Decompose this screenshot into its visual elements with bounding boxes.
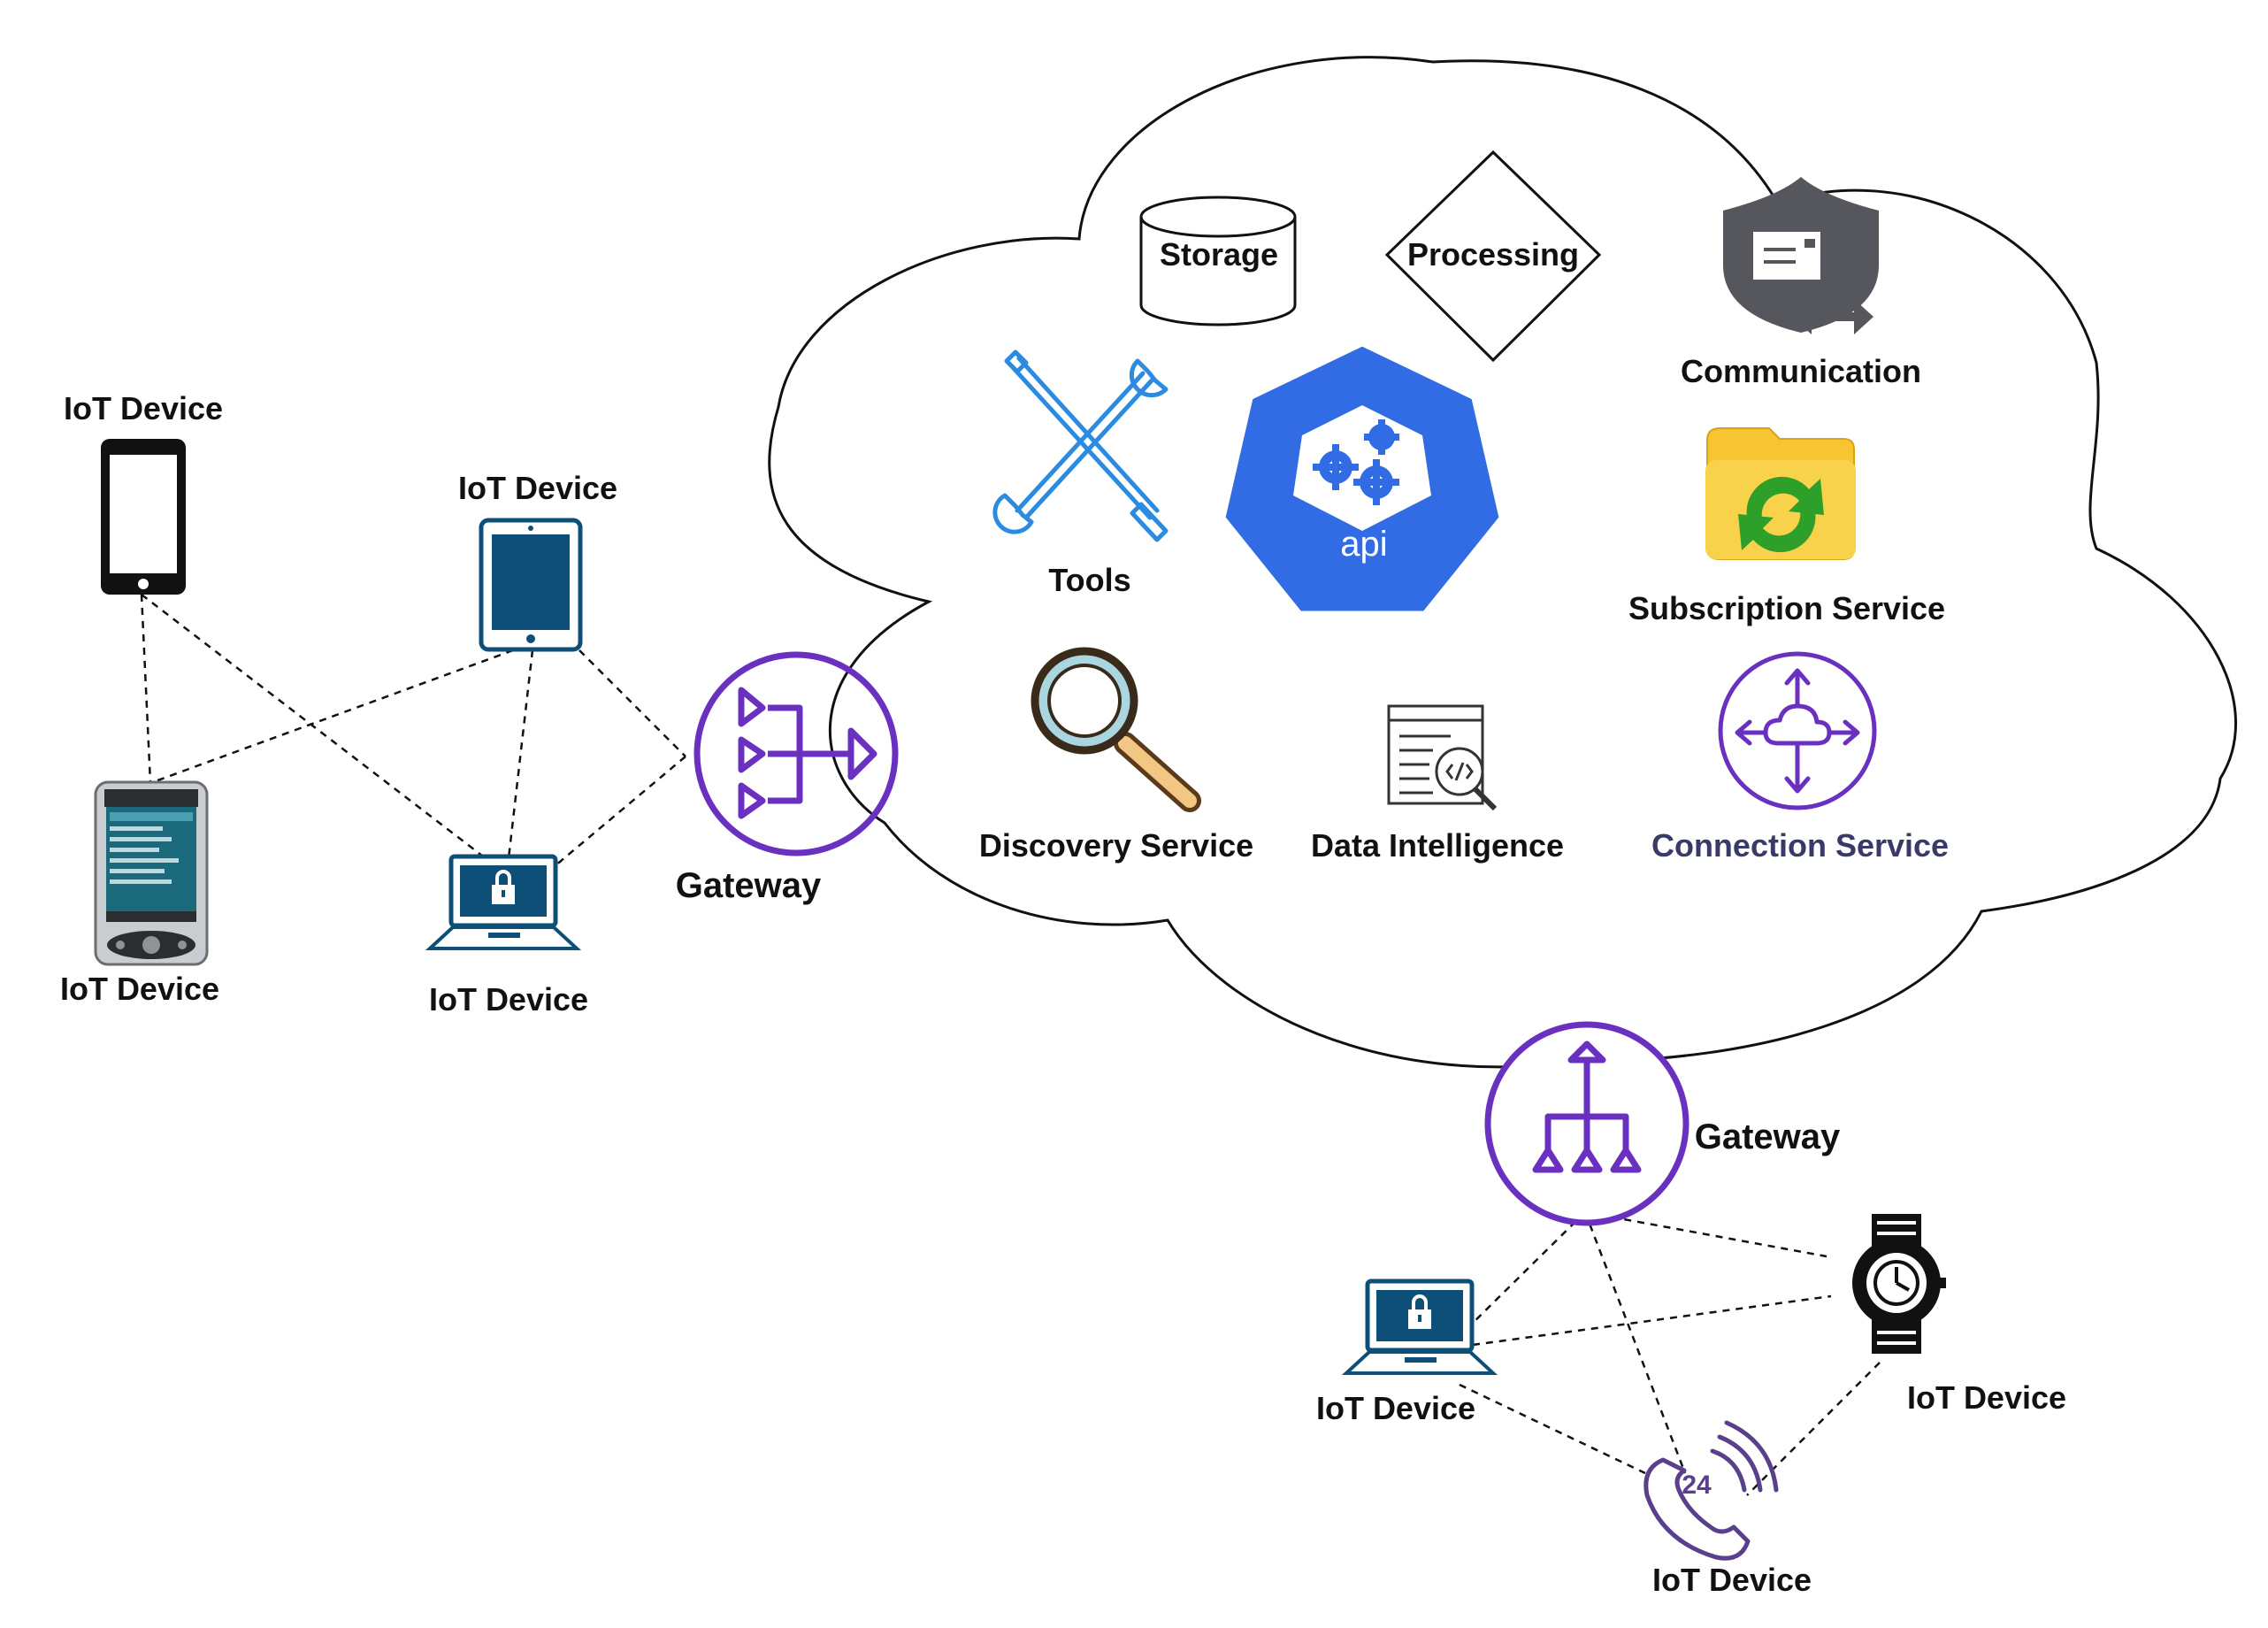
phone-24-label-bottom: IoT Device <box>1652 1562 1812 1598</box>
cloud-shape <box>768 56 2237 1069</box>
subscription-label: Subscription Service <box>1628 590 1945 626</box>
laptop-left-label: IoT Device <box>429 981 588 1018</box>
processing-icon[interactable]: Processing <box>1384 150 1602 363</box>
connection-label: Connection Service <box>1651 827 1949 864</box>
data-intelligence-icon[interactable]: Data Intelligence <box>1311 704 1564 864</box>
gateway-left-icon[interactable] <box>693 651 899 856</box>
left-connections <box>140 594 686 895</box>
lock-icon <box>1408 1294 1431 1329</box>
laptop-right-device[interactable]: IoT Device <box>1316 1279 1498 1426</box>
subscription-icon[interactable]: Subscription Service <box>1628 427 1945 626</box>
tools-icon[interactable] <box>992 349 1168 542</box>
api-icon[interactable]: api <box>1222 343 1502 614</box>
right-connections <box>1459 1210 1881 1496</box>
pda-label: IoT Device <box>60 971 219 1007</box>
tablet-label: IoT Device <box>458 470 617 506</box>
api-label: api <box>1340 525 1387 564</box>
communication-label: Communication <box>1681 353 1921 389</box>
tools-label: Tools <box>1048 562 1130 598</box>
discovery-icon[interactable]: Discovery Service <box>979 647 1253 864</box>
gateway-bottom-icon[interactable] <box>1484 1021 1690 1226</box>
gears-icon <box>1313 419 1399 505</box>
connection-icon[interactable] <box>1718 651 1877 810</box>
watch-device[interactable]: IoT Device <box>1852 1214 2066 1416</box>
phone-24-label: 24 <box>1682 1471 1712 1500</box>
gateway-bottom-label: Gateway <box>1695 1117 1841 1156</box>
processing-label: Processing <box>1407 236 1579 273</box>
sync-icon <box>1746 476 1824 518</box>
laptop-right-label: IoT Device <box>1316 1390 1475 1426</box>
smartphone-label: IoT Device <box>64 390 223 426</box>
data-intelligence-label: Data Intelligence <box>1311 827 1564 864</box>
phone-24-7-device[interactable]: 24 IoT Device <box>1644 1420 1812 1598</box>
gateway-left-label: Gateway <box>676 866 822 905</box>
lock-icon <box>492 870 515 904</box>
pda-device[interactable]: IoT Device <box>60 780 219 1007</box>
laptop-left-device[interactable]: IoT Device <box>425 854 588 1018</box>
tablet-device[interactable]: IoT Device <box>458 470 617 652</box>
smartphone-device[interactable]: IoT Device <box>64 390 223 595</box>
storage-label: Storage <box>1160 236 1278 273</box>
discovery-label: Discovery Service <box>979 827 1253 864</box>
storage-icon[interactable]: Storage <box>1139 196 1297 326</box>
communication-icon[interactable]: Communication <box>1681 177 1921 389</box>
watch-label: IoT Device <box>1907 1379 2066 1416</box>
